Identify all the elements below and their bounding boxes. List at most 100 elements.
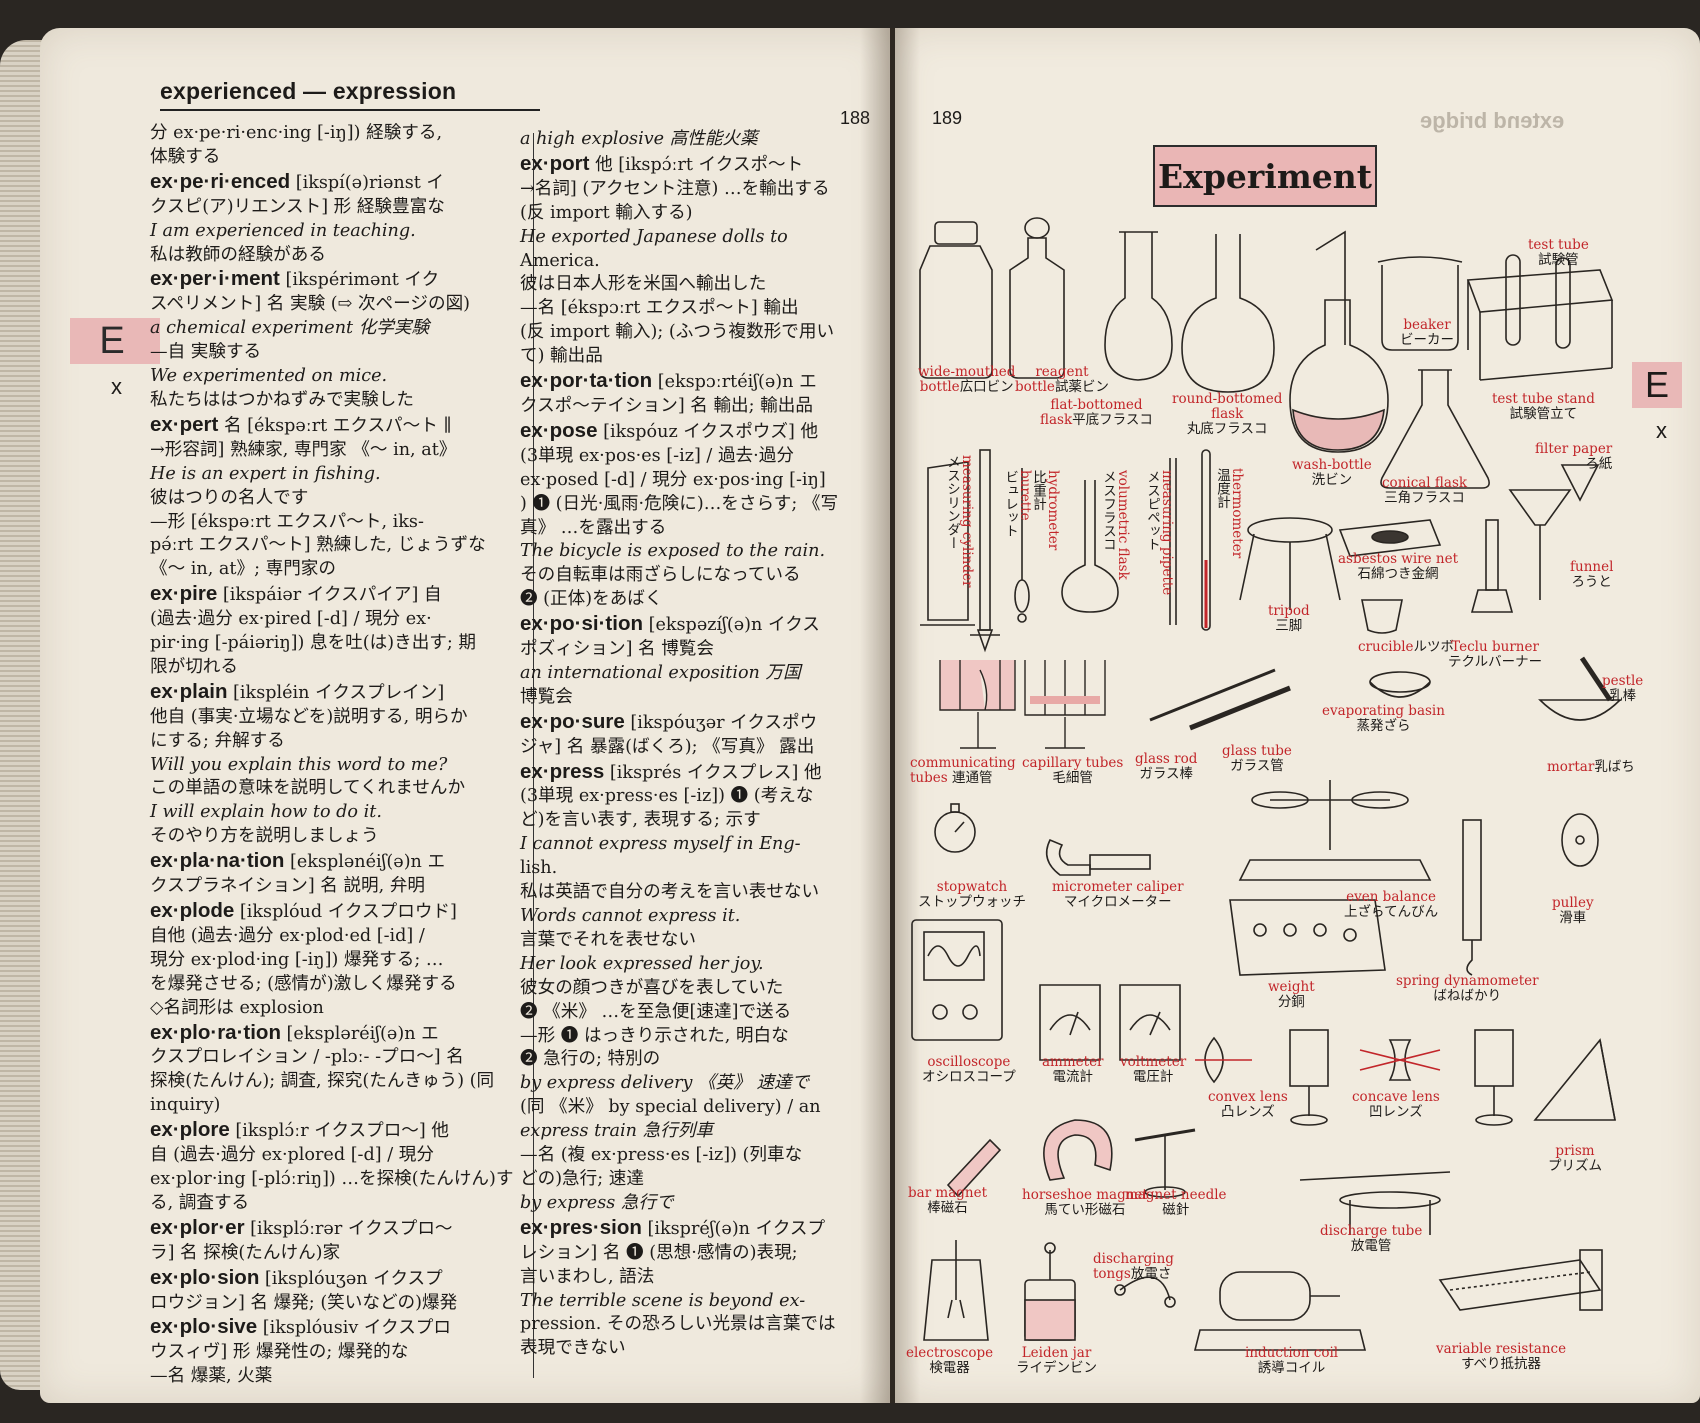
- definition-line: クスピ(ア)リエンスト] 形 経験豊富な: [150, 196, 445, 217]
- label-evaporating-basin: evaporating basin 蒸発ざら: [1322, 703, 1445, 734]
- induction-coil-drawing: [1193, 1271, 1367, 1351]
- horseshoe-magnet-drawing: [1043, 1119, 1113, 1181]
- label-variable-resistance: variable resistance すべり抵抗器: [1436, 1341, 1567, 1372]
- burette-drawing: [970, 449, 1000, 653]
- definition-line: →名詞] (アクセント注意) …を輸出する: [520, 178, 830, 199]
- column-divider: [533, 133, 534, 1378]
- example-sentence: a high explosive 高性能火薬: [520, 129, 758, 149]
- definition-line: pression. その恐ろしい光景は言葉では: [520, 1314, 836, 1335]
- entry-headword-line: ex·port 他 [ikspɔ́ːrt イクスポ～ト: [520, 152, 842, 178]
- headword: ex·plo·sion: [150, 1265, 260, 1289]
- label-leiden-jar: Leiden jar ライデンビン: [1016, 1345, 1097, 1376]
- thumb-tab-sub-left: x: [111, 374, 122, 399]
- entry-headword-line: ex·pla·na·tion [eksplənéiʃ(ə)n エ: [150, 849, 515, 875]
- discharging-tongs-drawing: [1114, 1276, 1176, 1308]
- definition-line: ジャ] 名 暴露(ばくろ); 《写真》 露出: [520, 736, 815, 757]
- illustration-title: Experiment: [1153, 145, 1377, 207]
- crucible-drawing: [1361, 599, 1403, 634]
- label-voltmeter: voltmeter 電圧計: [1120, 1054, 1187, 1085]
- definition-line: ポズィション] 名 博覧会: [520, 639, 714, 660]
- entry-headword-line: ex·plo·sion [iksplóuʒən イクスプ: [150, 1266, 515, 1292]
- definition-line: —自 実験する: [150, 342, 262, 363]
- stopwatch-drawing: [934, 803, 976, 853]
- label-horseshoe-magnet: horseshoe magnet 馬てい形磁石: [1022, 1187, 1148, 1218]
- definition-line: America.: [520, 250, 600, 271]
- running-head: experienced — expression: [160, 78, 540, 111]
- example-sentence: by express 急行で: [520, 1192, 674, 1213]
- headword: ex·pert: [150, 412, 219, 436]
- convex-lens-drawing: [1195, 1036, 1252, 1084]
- label-beaker: beaker ビーカー: [1400, 317, 1454, 348]
- definition-line: クスプラネイション] 名 説明, 弁明: [150, 876, 426, 897]
- example-sentence: by express delivery 《英》 速達で: [520, 1073, 810, 1094]
- definition-line: て) 輸出品: [520, 346, 603, 367]
- headword: ex·pose: [520, 418, 598, 442]
- headword: ex·por·ta·tion: [520, 369, 653, 393]
- definition-line: 自 (過去·過分 ex·plored [-d] / 現分: [150, 1145, 434, 1166]
- pronunciation: [iksplóuʒən イクスプ: [259, 1268, 443, 1289]
- tripod-drawing: [1239, 517, 1341, 610]
- example-sentence: an international exposition 万国: [520, 662, 801, 683]
- label-thermometer: thermometer 温度計: [1214, 468, 1245, 559]
- thermometer-drawing: [1201, 449, 1211, 631]
- label-funnel: funnel ろうと: [1570, 559, 1614, 590]
- label-round-bottomed-flask: round-bottomed flask 丸底フラスコ: [1172, 391, 1283, 437]
- pronunciation: [ekspləréiʃ(ə)n エ: [280, 1023, 439, 1044]
- definition-line: 探検(たんけん); 調査, 探究(たんきゅう) (同 inquiry): [150, 1071, 495, 1116]
- entry-headword-line: ex·pose [ikspóuz イクスポウズ] 他: [520, 419, 842, 445]
- definition-line: (反 import 輸入); (ふつう複数形で用い: [520, 322, 835, 343]
- thumb-tab-right[interactable]: E: [1632, 362, 1682, 408]
- wide-mouthed-bottle-drawing: [919, 221, 993, 379]
- definition-line: 《～ in, at》; 専門家の: [150, 559, 336, 580]
- example-sentence: He exported Japanese dolls to: [520, 226, 788, 247]
- definition-line: (3単現 ex·press·es [-iz]) ❶ (考えな: [520, 786, 814, 807]
- definition-line: 体験する: [150, 146, 221, 167]
- pronunciation: [ikspáiər イクスパイア] 自: [217, 585, 442, 606]
- definition-line: pə́ːrt エクスパ～ト] 熟練した, じょうずな: [150, 535, 486, 556]
- pronunciation: [ikspóuz イクスポウズ] 他: [597, 421, 819, 442]
- label-bar-magnet: bar magnet 棒磁石: [908, 1185, 988, 1216]
- definition-line: 言葉でそれを表せない: [520, 929, 696, 950]
- entry-headword-line: ex·pire [ikspáiər イクスパイア] 自: [150, 582, 515, 608]
- label-glass-tube: glass tube ガラス管: [1222, 743, 1292, 774]
- label-pulley: pulley 滑車: [1552, 895, 1594, 926]
- left-page: [40, 28, 890, 1403]
- definition-line: 限が切れる: [150, 656, 238, 677]
- definition-line: を爆発させる; (感情が)激しく爆発する: [150, 973, 457, 994]
- headword: ex·plain: [150, 679, 228, 703]
- label-conical-flask: conical flask 三角フラスコ: [1382, 475, 1468, 506]
- entry-headword-line: ex·press [iksprés イクスプレス] 他: [520, 760, 842, 786]
- measuring-cylinder-drawing: [920, 461, 975, 626]
- magnet-needle-drawing: [1134, 1128, 1196, 1198]
- example-sentence: express train 急行列車: [520, 1121, 713, 1142]
- definition-line: 表現できない: [520, 1338, 626, 1359]
- example-sentence: We experimented on mice.: [150, 366, 388, 387]
- definition-line: そのやり方を説明しましょう: [150, 826, 379, 847]
- pronunciation: [ekspɔːrtéiʃ(ə)n エ: [652, 372, 817, 393]
- definition-line: —形 ❶ はっきり示された, 明白な: [520, 1025, 789, 1046]
- entry-headword-line: ex·pres·sion [ikspréʃ(ə)n イクスプ: [520, 1216, 842, 1242]
- definition-line: →形容詞] 熟練家, 専門家 《～ in, at》: [150, 439, 457, 460]
- label-wide-mouthed-bottle: wide-mouthed bottle広口ビン: [918, 364, 1016, 395]
- label-asbestos-wire-net: asbestos wire net 石綿つき金網: [1338, 551, 1459, 582]
- test-tube-stand-drawing: [1466, 254, 1614, 381]
- pronunciation: [ikspléin イクスプレイン]: [227, 682, 445, 703]
- lens-stands-drawing: [1289, 1029, 1514, 1126]
- entry-headword-line: ex·pert 名 [ékspəːrt エクスパ～ト ∥: [150, 413, 515, 439]
- discharge-tube-drawing: [1299, 1171, 1451, 1235]
- definition-line: レション] 名 ❶ (思想·感情の)表現;: [520, 1242, 798, 1263]
- headword: ex·po·si·tion: [520, 612, 643, 636]
- definition-line: ロウジョン] 名 爆発; (笑いなどの)爆発: [150, 1292, 458, 1313]
- asbestos-net-drawing: [1338, 519, 1442, 557]
- spring-dynamometer-drawing: [1462, 819, 1482, 976]
- label-burette: burette ビュレット: [1002, 470, 1033, 538]
- definition-line: (同 《米》 by special delivery) / an: [520, 1097, 821, 1118]
- label-communicating-tubes: communicating tubes 連通管: [910, 755, 1016, 786]
- thumb-tab-left[interactable]: E: [70, 318, 160, 364]
- label-test-tube: test tube 試験管: [1528, 237, 1589, 268]
- definition-line: (反 import 輸入する): [520, 202, 693, 223]
- entry-headword-line: ex·plo·ra·tion [ekspləréiʃ(ə)n エ: [150, 1021, 515, 1047]
- page-number-right: 189: [932, 108, 963, 128]
- leiden-jar-drawing: [1024, 1242, 1076, 1341]
- entry-headword-line: ex·po·sure [ikspóuʒər イクスポウ: [520, 710, 842, 736]
